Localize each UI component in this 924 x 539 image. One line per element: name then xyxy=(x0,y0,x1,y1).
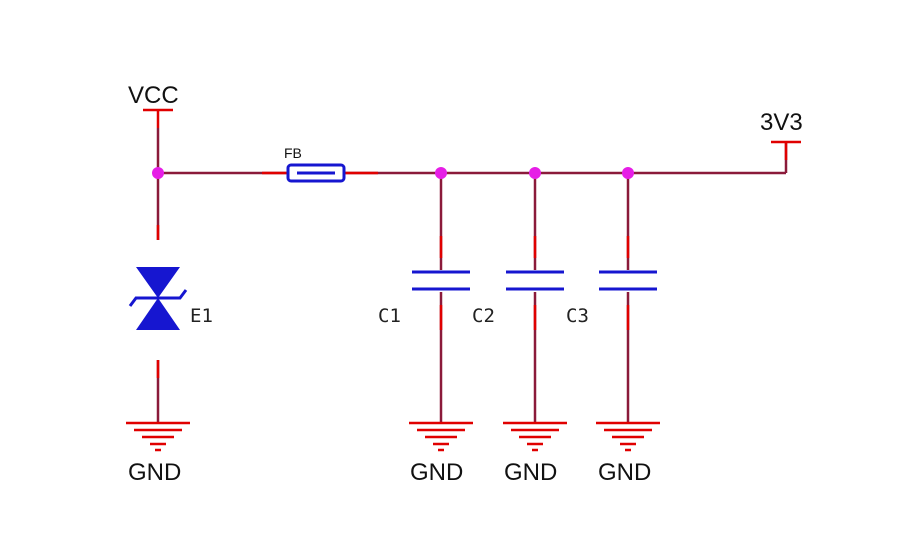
fb-label: FB xyxy=(284,145,302,161)
vcc-label: VCC xyxy=(128,82,179,109)
junction-dot xyxy=(152,167,164,179)
gnd-e1-label: GND xyxy=(128,459,181,486)
junction-dot xyxy=(435,167,447,179)
junction-dot xyxy=(622,167,634,179)
v33-label: 3V3 xyxy=(760,109,803,136)
v33-port: 3V3 xyxy=(760,109,803,160)
pin-stubs xyxy=(156,171,630,378)
e1-label: E1 xyxy=(190,305,213,327)
capacitor-c2: C2 xyxy=(472,270,564,327)
ferrite-bead-fb: FB xyxy=(284,145,346,183)
gnd-c2-label: GND xyxy=(504,459,557,486)
capacitor-c3: C3 xyxy=(566,270,657,327)
ground-symbol-c3: GND xyxy=(596,421,660,486)
ground-symbol-c2: GND xyxy=(503,421,567,486)
junction-dot xyxy=(529,167,541,179)
vcc-port: VCC xyxy=(128,82,179,128)
c1-label: C1 xyxy=(378,305,401,327)
ground-symbol-c1: GND xyxy=(409,421,473,486)
capacitor-c1: C1 xyxy=(378,270,470,327)
gnd-c3-label: GND xyxy=(598,459,651,486)
c2-label: C2 xyxy=(472,305,495,327)
junctions xyxy=(152,167,634,179)
wires xyxy=(156,128,788,422)
ground-symbol-e1: GND xyxy=(126,421,190,486)
tvs-diode-e1: E1 xyxy=(128,267,213,330)
c3-label: C3 xyxy=(566,305,589,327)
gnd-c1-label: GND xyxy=(410,459,463,486)
